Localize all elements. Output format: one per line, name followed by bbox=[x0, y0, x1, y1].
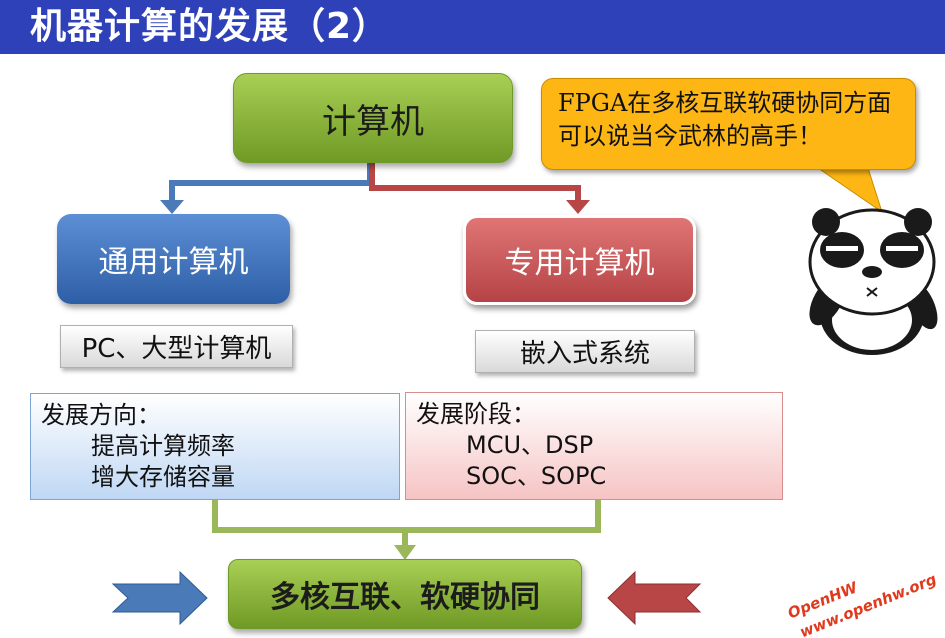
page-title: 机器计算的发展（2） bbox=[30, 6, 390, 47]
panel-special-heading: 发展阶段： bbox=[416, 400, 536, 428]
connector-root-special bbox=[369, 163, 581, 208]
node-special-computer: 专用计算机 bbox=[463, 215, 696, 305]
arrowhead-special bbox=[566, 200, 590, 214]
connector-panels bbox=[212, 500, 601, 533]
node-computer: 计算机 bbox=[233, 73, 513, 163]
left-block-arrow bbox=[111, 570, 208, 626]
arrowhead-result bbox=[394, 545, 416, 560]
title-bar bbox=[0, 0, 945, 54]
panda-mascot-icon bbox=[808, 208, 938, 355]
panel-general-heading: 发展方向： bbox=[41, 401, 161, 429]
panel-special-line-1: MCU、DSP bbox=[466, 431, 594, 459]
arrowhead-general bbox=[160, 200, 184, 214]
tag-general-examples: PC、大型计算机 bbox=[60, 325, 293, 368]
panel-general-line-2: 增大存储容量 bbox=[91, 463, 235, 491]
watermark-logo: OpenHW www.openhw.org bbox=[785, 570, 939, 638]
panel-general-line-1: 提高计算频率 bbox=[91, 432, 235, 460]
right-block-arrow bbox=[607, 570, 702, 626]
speech-bubble: FPGA在多核互联软硬协同方面可以说当今武林的高手！ bbox=[541, 78, 916, 170]
node-result: 多核互联、软硬协同 bbox=[228, 559, 582, 629]
panel-special-stages: 发展阶段： MCU、DSP SOC、SOPC bbox=[405, 392, 783, 500]
panel-general-direction: 发展方向： 提高计算频率 增大存储容量 bbox=[30, 393, 400, 500]
panel-special-line-2: SOC、SOPC bbox=[466, 462, 607, 490]
speech-bubble-tail bbox=[816, 167, 883, 214]
connector-root-general bbox=[169, 163, 373, 208]
tag-special-examples: 嵌入式系统 bbox=[475, 330, 695, 373]
node-general-computer: 通用计算机 bbox=[57, 214, 290, 304]
